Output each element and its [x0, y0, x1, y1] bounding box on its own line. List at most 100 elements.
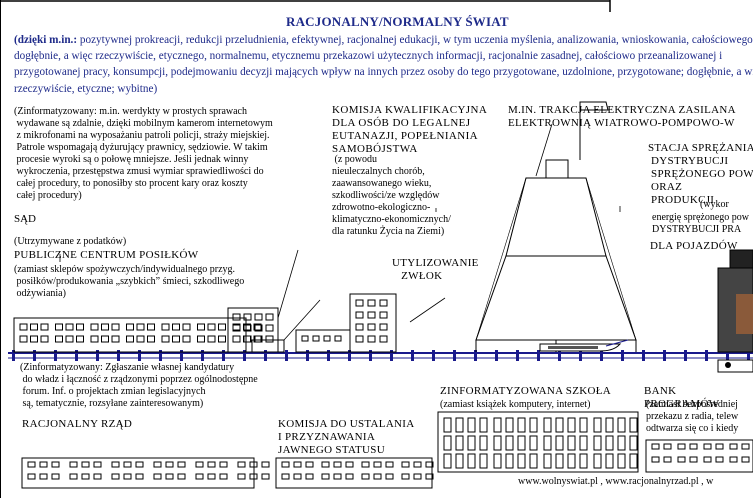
window [27, 473, 36, 480]
window [493, 435, 502, 451]
window [101, 335, 109, 343]
track-sleeper [453, 350, 456, 361]
window [443, 417, 452, 433]
page-title: RACJONALNY/NORMALNY ŚWIAT [286, 14, 509, 29]
track-sleeper [663, 350, 666, 361]
window [663, 443, 672, 450]
window [182, 335, 191, 343]
window [413, 473, 422, 480]
status-building-icon [275, 457, 434, 489]
window [401, 461, 410, 468]
tram-vehicle-icon [539, 339, 629, 352]
window [195, 473, 204, 480]
window [243, 324, 252, 332]
window [55, 335, 63, 343]
window [111, 335, 120, 343]
euthanasia-building-icon [227, 249, 299, 353]
window [101, 323, 109, 331]
window [605, 453, 614, 469]
track-sleeper [642, 350, 645, 361]
window [379, 335, 388, 343]
window [136, 323, 145, 331]
track-sleeper [222, 350, 225, 361]
window [165, 473, 174, 480]
wind-power-plant-icon [475, 101, 637, 352]
railway-track [8, 350, 753, 361]
window [689, 456, 698, 463]
window [243, 313, 252, 321]
track-sleeper [432, 350, 435, 361]
window [593, 435, 602, 451]
window [305, 473, 314, 480]
window [172, 323, 180, 331]
track-sleeper [285, 350, 288, 361]
window [253, 323, 262, 331]
window [413, 461, 422, 468]
air-station-footer: DLA POJAZDÓW [650, 240, 738, 252]
track-sleeper [96, 350, 99, 361]
window [195, 461, 204, 468]
window [505, 453, 514, 469]
window [90, 335, 99, 343]
window [355, 335, 364, 343]
track-sleeper [33, 350, 36, 361]
window [207, 323, 216, 331]
window [367, 323, 376, 331]
window [529, 435, 538, 451]
window [505, 435, 514, 451]
window [136, 335, 145, 343]
window [605, 417, 614, 433]
window [237, 461, 246, 468]
window [355, 311, 364, 319]
window [153, 461, 162, 468]
tram-power-label: M.IN. TRAKCJA ELEKTRYCZNA ZASILANA ELEKT… [508, 104, 736, 129]
window [147, 323, 155, 331]
window [567, 417, 576, 433]
window [93, 473, 102, 480]
window [69, 461, 78, 468]
window [689, 443, 698, 450]
food-center-description: (zamiast sklepów spożywczych/indywidualn… [14, 264, 245, 299]
window [65, 323, 74, 331]
window [197, 323, 205, 331]
window [345, 461, 354, 468]
window [19, 335, 28, 343]
window [729, 456, 738, 463]
window [30, 335, 38, 343]
status-commission-label: KOMISJA DO USTALANIA I PRZYZNAWANIA JAWN… [278, 418, 415, 456]
window [517, 435, 526, 451]
air-station-description: energię sprężonego pow DYSTRYBUCJI PRA [652, 212, 750, 235]
window [243, 335, 251, 343]
government-building-icon [21, 457, 270, 489]
track-sleeper [348, 350, 351, 361]
window [529, 453, 538, 469]
window [629, 453, 638, 469]
window [333, 473, 342, 480]
window [555, 417, 564, 433]
school-label: ZINFORMATYZOWANA SZKOŁA [440, 385, 611, 397]
window [232, 313, 241, 321]
window [249, 461, 258, 468]
window [443, 435, 452, 451]
window [715, 456, 724, 463]
window [254, 324, 263, 332]
window [172, 335, 180, 343]
track-sleeper [12, 350, 15, 361]
window [321, 461, 330, 468]
window [93, 461, 102, 468]
window [261, 473, 270, 480]
window [90, 323, 99, 331]
window [605, 435, 614, 451]
window [493, 417, 502, 433]
window [153, 473, 162, 480]
footer-links[interactable]: www.wolnyswiat.pl , www.racjonalnyrzad.p… [518, 476, 714, 487]
track-sleeper [54, 350, 57, 361]
track-sleeper [684, 350, 687, 361]
window [379, 299, 388, 307]
window [81, 461, 90, 468]
window [218, 323, 226, 331]
window [425, 461, 434, 468]
window [379, 323, 388, 331]
window [401, 473, 410, 480]
